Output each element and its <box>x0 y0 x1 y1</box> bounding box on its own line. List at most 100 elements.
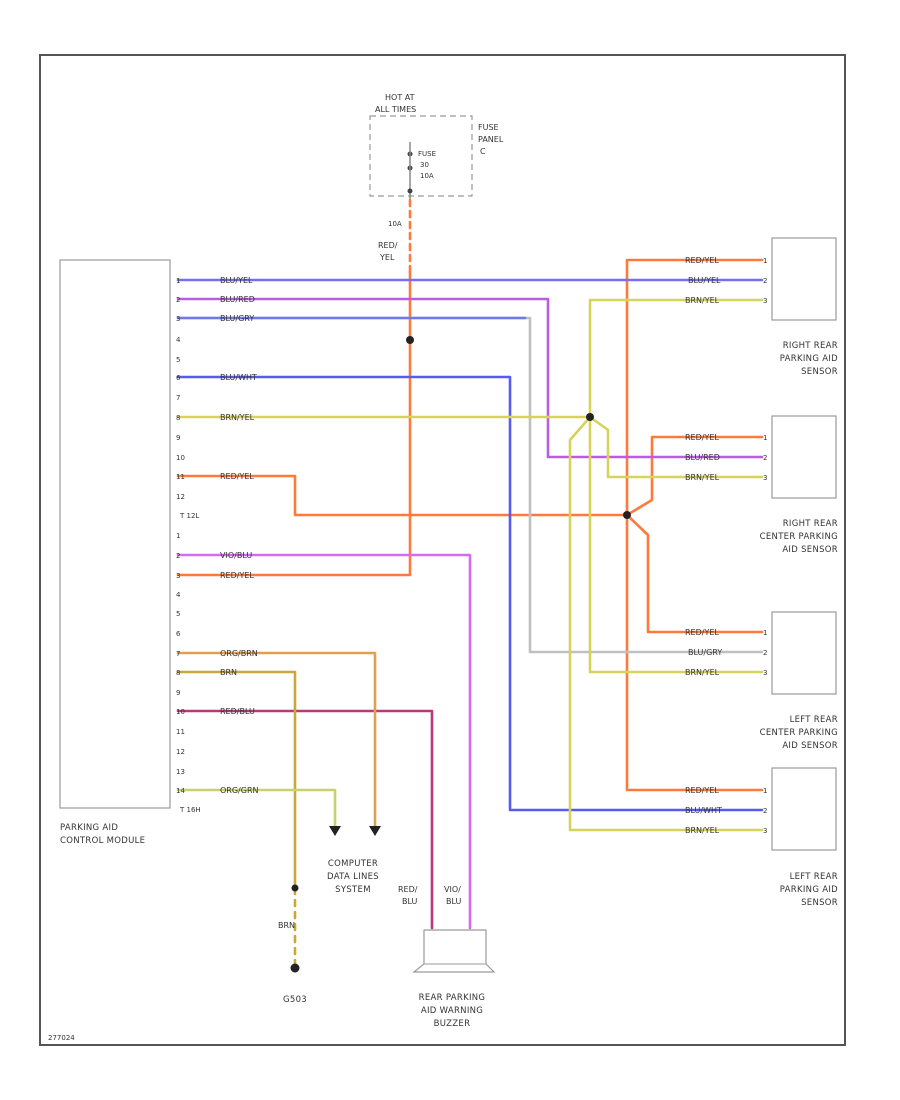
buzzer-wire-1-label-1: RED/ <box>398 885 418 894</box>
fuse-panel: HOT AT ALL TIMES FUSE PANEL C FUSE 30 10… <box>369 93 504 262</box>
fuse-panel-label-3: C <box>480 147 486 156</box>
pin-b-1: 1 <box>176 532 180 540</box>
wire-brn <box>176 670 297 890</box>
sensor-right-rear-center-pin-2: 2 <box>763 454 767 462</box>
computer-data-lines: COMPUTER DATA LINES SYSTEM <box>327 826 381 895</box>
parking-aid-control-module: PARKING AID CONTROL MODULE 1 2 3 4 5 6 7… <box>59 259 201 846</box>
connector-a-label: T 12L <box>179 512 199 520</box>
sensor-left-rear-wire-3: BRN/YEL <box>685 826 720 835</box>
sensor-left-rear-center-wire-1: RED/YEL <box>685 628 719 637</box>
label-blu-yel: BLU/YEL <box>220 276 253 285</box>
rear-parking-aid-buzzer: RED/ BLU VIO/ BLU REAR PARKING AID WARNI… <box>398 885 496 1029</box>
module-wire-labels: BLU/YEL BLU/RED BLU/GRY BLU/WHT BRN/YEL … <box>220 276 259 795</box>
sensor-left-rear-center: RED/YEL BLU/GRY BRN/YEL 1 2 3 LEFT REAR … <box>685 611 838 751</box>
sensor-right-rear-center-wire-2: BLU/RED <box>685 453 720 462</box>
control-module-name-1: PARKING AID <box>60 823 118 833</box>
sensor-left-rear-center-name-3: AID SENSOR <box>782 741 838 751</box>
wire-brn-yel-lr <box>568 415 764 832</box>
pin-b-14: 14 <box>176 787 185 795</box>
ground: BRN G503 <box>278 884 307 1005</box>
label-vio-blu: VIO/BLU <box>220 551 252 560</box>
wire-brn-yel-rr <box>588 298 764 419</box>
sensor-left-rear-name-3: SENSOR <box>801 898 838 908</box>
diagram-frame <box>39 54 846 1046</box>
fuse-hot-label-1: HOT AT <box>385 93 415 102</box>
buzzer-wire-2-label-2: BLU <box>446 897 462 906</box>
sensor-right-rear-pin-3: 3 <box>763 297 767 305</box>
sensor-right-rear-center-pin-1: 1 <box>763 434 767 442</box>
splice-brn-yel <box>586 413 594 421</box>
sensor-left-rear-pin-2: 2 <box>763 807 767 815</box>
control-module-name-2: CONTROL MODULE <box>60 836 145 846</box>
computer-data-name-2: DATA LINES <box>327 872 379 882</box>
label-red-yel-11: RED/YEL <box>220 472 254 481</box>
label-blu-gry: BLU/GRY <box>220 314 254 323</box>
pin-b-9: 9 <box>176 689 180 697</box>
pin-a-2: 2 <box>176 296 180 304</box>
fuse-label-1: FUSE <box>418 150 436 158</box>
wire-vio-blu <box>176 553 472 930</box>
sensor-left-rear-box <box>771 767 837 851</box>
wires <box>176 198 764 970</box>
wire-fuse-feed <box>176 270 412 577</box>
sensor-right-rear-name-2: PARKING AID <box>780 354 838 364</box>
sensor-left-rear-center-wire-2: BLU/GRY <box>688 648 722 657</box>
fuse-panel-box <box>369 115 473 197</box>
pin-b-10: 10 <box>176 708 185 716</box>
fuse-output-terminal <box>407 188 413 194</box>
wire-brn-yel-rrc <box>588 415 764 479</box>
sensor-left-rear-center-pin-1: 1 <box>763 629 767 637</box>
sensor-right-rear-center-wire-1: RED/YEL <box>685 433 719 442</box>
sensor-left-rear-name-2: PARKING AID <box>780 885 838 895</box>
sensor-left-rear-wire-2: BLU/WHT <box>685 806 722 815</box>
fuse-wire-label-1: RED/ <box>378 241 398 250</box>
sensor-left-rear-center-pin-2: 2 <box>763 649 767 657</box>
pin-a-11: 11 <box>176 473 185 481</box>
buzzer-name-3: BUZZER <box>434 1019 471 1029</box>
wire-blu-red <box>176 297 764 459</box>
fuse-label-2: 30 <box>420 161 429 169</box>
label-org-brn: ORG/BRN <box>220 649 258 658</box>
sensor-right-rear-wire-1: RED/YEL <box>685 256 719 265</box>
sensor-right-rear-center-name-3: AID SENSOR <box>782 545 838 555</box>
buzzer-icon <box>412 929 496 973</box>
pin-b-2: 2 <box>176 552 180 560</box>
sensor-right-rear-pin-2: 2 <box>763 277 767 285</box>
sensor-right-rear-name-1: RIGHT REAR <box>783 341 838 351</box>
wire-red-yel-rr <box>625 258 764 792</box>
pin-a-7: 7 <box>176 394 180 402</box>
splices <box>406 336 631 519</box>
pin-b-12: 12 <box>176 748 185 756</box>
label-org-grn: ORG/GRN <box>220 786 259 795</box>
pin-b-5: 5 <box>176 610 180 618</box>
sensor-left-rear-center-wire-3: BRN/YEL <box>685 668 720 677</box>
ground-connector-dot <box>291 884 299 892</box>
pin-b-4: 4 <box>176 591 181 599</box>
wire-org-brn <box>176 651 377 834</box>
label-blu-red: BLU/RED <box>220 295 255 304</box>
splice-red-yel <box>623 511 631 519</box>
pin-b-7: 7 <box>176 650 180 658</box>
sensor-right-rear-wire-2: BLU/YEL <box>688 276 721 285</box>
sensor-left-rear-pin-1: 1 <box>763 787 767 795</box>
buzzer-wire-1-label-2: BLU <box>402 897 418 906</box>
computer-data-name-1: COMPUTER <box>328 859 378 869</box>
sensor-right-rear: RED/YEL BLU/YEL BRN/YEL 1 2 3 RIGHT REAR… <box>685 237 838 377</box>
pin-b-3: 3 <box>176 572 180 580</box>
fuse-connector-label: 10A <box>388 220 402 228</box>
sensor-right-rear-pin-1: 1 <box>763 257 767 265</box>
wire-blu-wht <box>176 375 764 812</box>
sensor-left-rear: RED/YEL BLU/WHT BRN/YEL 1 2 3 LEFT REAR … <box>685 767 838 908</box>
pin-b-6: 6 <box>176 630 181 638</box>
footer-code: 277024 <box>48 1034 75 1042</box>
wire-red-blu <box>176 709 434 930</box>
computer-data-terminal-1 <box>329 826 341 836</box>
sensor-right-rear-center-name-2: CENTER PARKING <box>760 532 838 542</box>
pin-a-12: 12 <box>176 493 185 501</box>
ground-name: G503 <box>283 995 307 1005</box>
wire-brn-yel-lrc <box>588 415 764 674</box>
buzzer-name-2: AID WARNING <box>421 1006 483 1016</box>
wire-org-grn <box>176 788 337 834</box>
label-blu-wht: BLU/WHT <box>220 373 257 382</box>
